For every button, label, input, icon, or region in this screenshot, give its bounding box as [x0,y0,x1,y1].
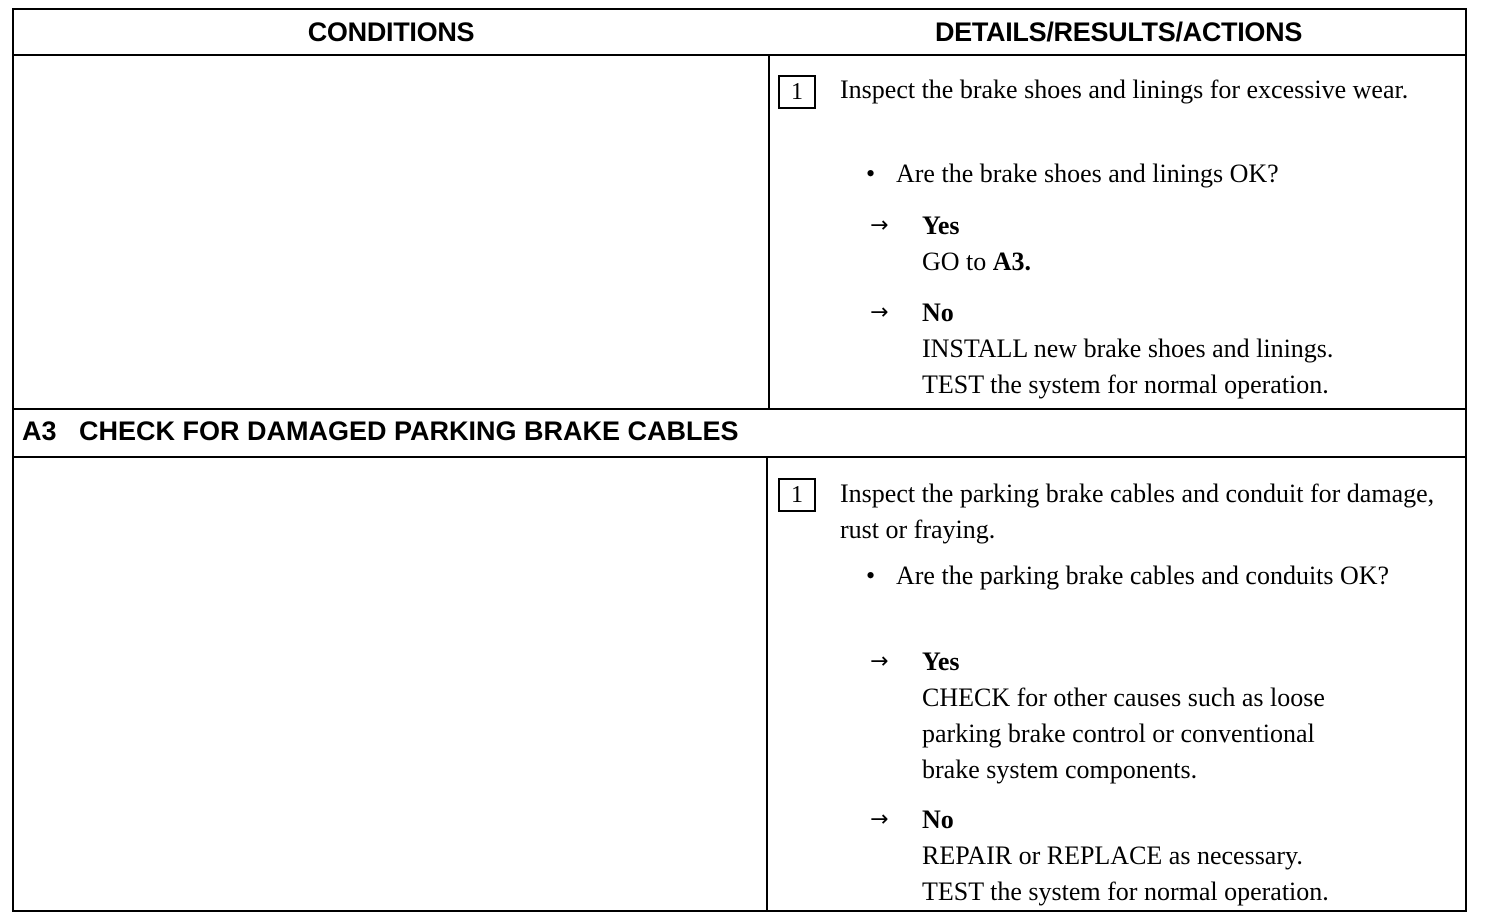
section-a3-header: A3 CHECK FOR DAMAGED PARKING BRAKE CABLE… [14,408,1465,458]
question-text: Are the parking brake cables and conduit… [896,561,1390,590]
details-cell-block2: 1 Inspect the parking brake cables and c… [770,458,1465,910]
no-answer: → No INSTALL new brake shoes and linings… [870,295,1460,403]
conditions-header: CONDITIONS [307,17,475,47]
bullet-icon: • [866,159,876,188]
column-divider [766,456,768,912]
yes-label: Yes [922,647,960,676]
right-arrow-icon: → [870,300,889,325]
yes-action-line2: parking brake control or conventional [922,719,1315,748]
bullet-icon: • [866,561,876,590]
step-number-box: 1 [778,75,816,109]
step-instruction: Inspect the brake shoes and linings for … [840,75,1409,104]
right-arrow-icon: → [870,649,889,674]
no-action-line1: REPAIR or REPLACE as necessary. [922,841,1303,870]
no-answer: → No REPAIR or REPLACE as necessary. TES… [870,802,1460,910]
table-header: CONDITIONS DETAILS/RESULTS/ACTIONS [14,10,1465,56]
right-arrow-icon: → [870,807,889,832]
yes-answer: → Yes CHECK for other causes such as loo… [870,644,1460,788]
step-instruction: Inspect the parking brake cables and con… [840,479,1435,544]
column-divider [768,54,770,408]
no-label: No [922,805,954,834]
yes-action-text: GO to [922,247,993,276]
no-action-line2: TEST the system for normal operation. [922,370,1329,399]
step-number-box: 1 [778,478,816,512]
yes-action-line1: CHECK for other causes such as loose [922,683,1325,712]
no-action-line1: INSTALL new brake shoes and linings. [922,334,1334,363]
yes-answer: → Yes GO to A3. [870,208,1460,280]
yes-action-ref: A3. [992,247,1032,276]
yes-action-line3: brake system components. [922,755,1198,784]
yes-action: GO to A3. [922,244,1031,280]
diagnostic-table: CONDITIONS DETAILS/RESULTS/ACTIONS 1 Ins… [12,8,1467,912]
no-label: No [922,298,954,327]
details-header: DETAILS/RESULTS/ACTIONS [934,17,1303,47]
section-title: A3 CHECK FOR DAMAGED PARKING BRAKE CABLE… [22,416,739,446]
yes-label: Yes [922,211,960,240]
right-arrow-icon: → [870,213,889,238]
no-action-line2: TEST the system for normal operation. [922,877,1329,906]
question-text: Are the brake shoes and linings OK? [896,159,1279,188]
details-cell-block1: 1 Inspect the brake shoes and linings fo… [770,56,1465,408]
